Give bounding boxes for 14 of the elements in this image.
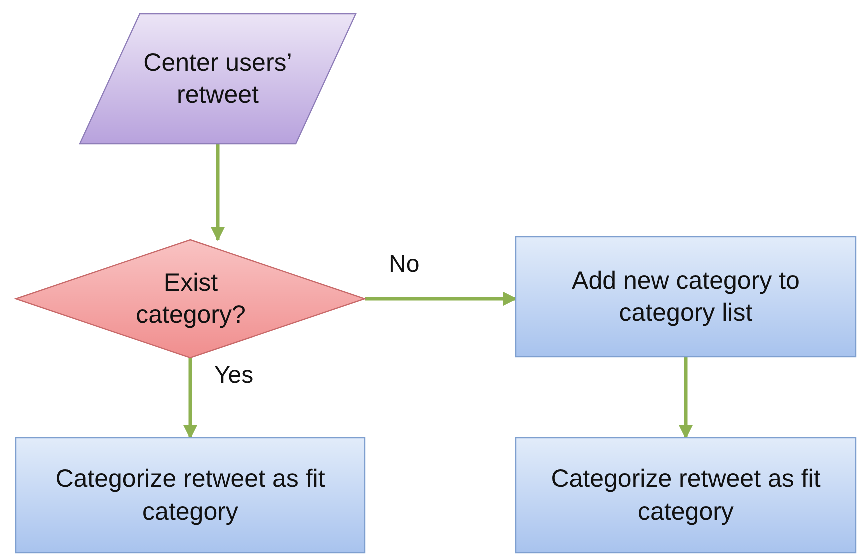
arrow [184, 358, 198, 440]
node-text: Exist category? [135, 268, 247, 331]
arrow [211, 144, 225, 242]
process-box [16, 438, 365, 553]
node-text: Center users’ retweet [142, 48, 294, 111]
decision-diamond [16, 240, 365, 358]
node-text: Categorize retweet as fit category [550, 464, 822, 528]
arrow [365, 292, 518, 306]
node-text: Add new category to category list [571, 266, 801, 329]
process-box [516, 438, 856, 553]
process-box [516, 237, 856, 357]
node-text: Categorize retweet as fit category [54, 464, 326, 528]
arrow [679, 357, 693, 440]
input-parallelogram [80, 14, 356, 144]
